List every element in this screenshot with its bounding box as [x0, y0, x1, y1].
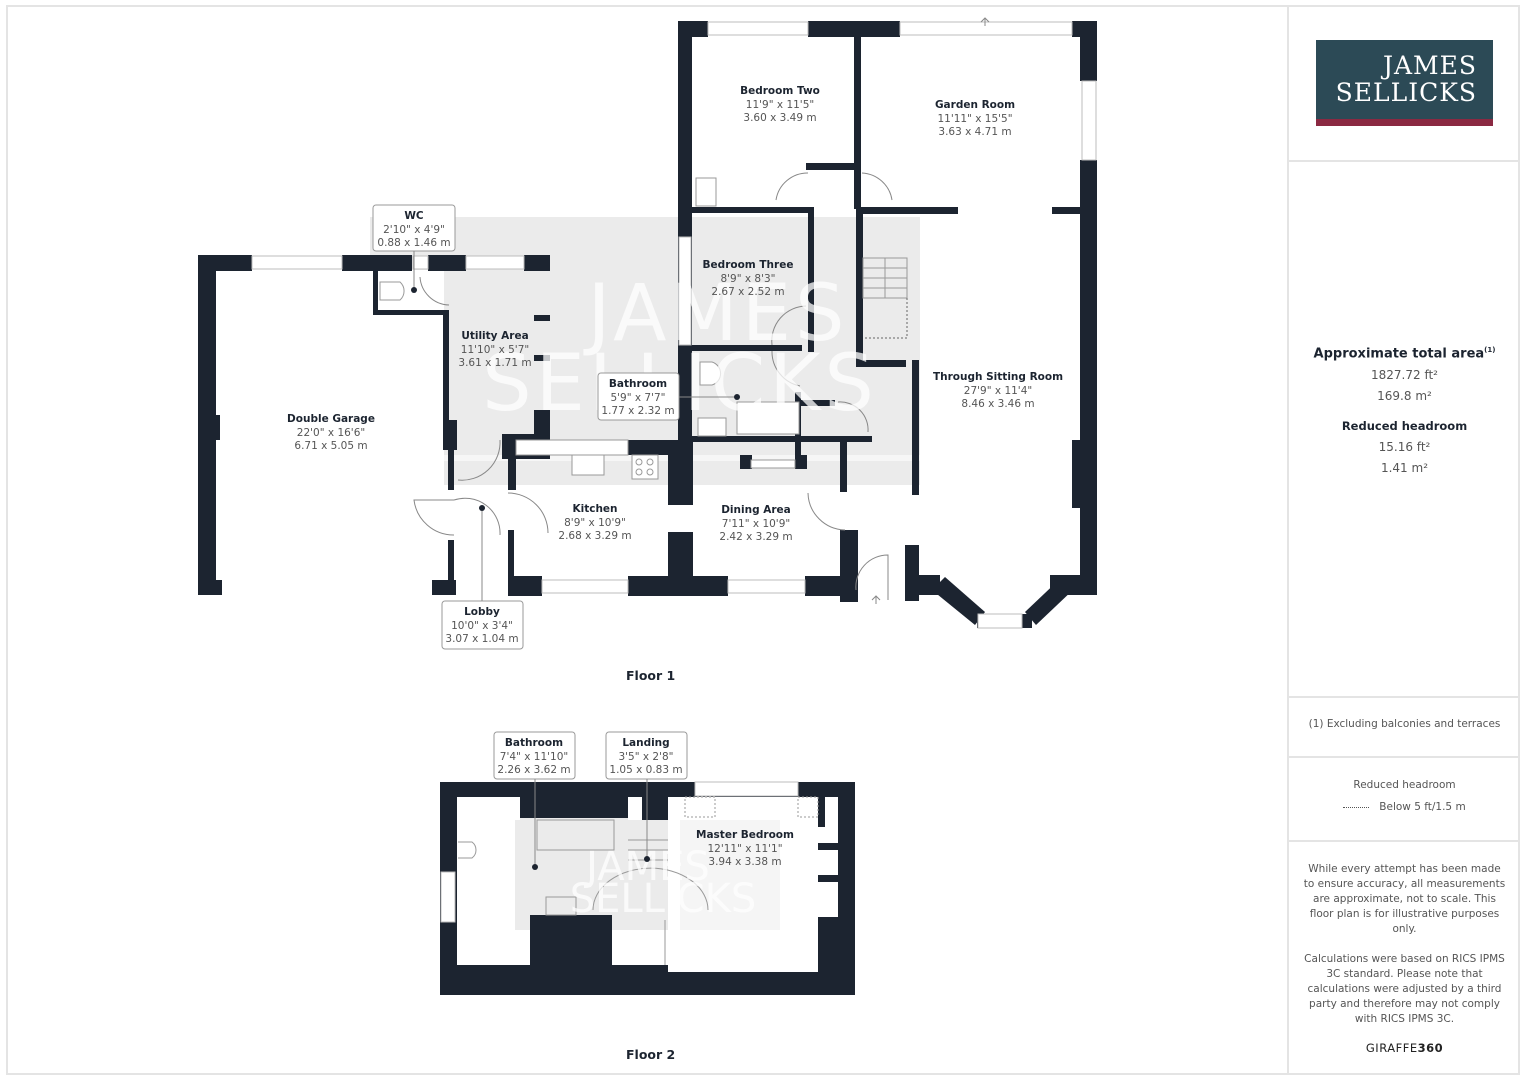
svg-text:WC: WC [404, 210, 424, 222]
svg-text:SELLICKS: SELLICKS [482, 339, 878, 429]
svg-text:27'9" x 11'4": 27'9" x 11'4" [964, 385, 1032, 397]
dotted-line-icon [1343, 806, 1370, 808]
svg-text:3.94 x 3.38 m: 3.94 x 3.38 m [708, 856, 781, 868]
james-sellicks-logo: JAMES SELLICKS [1316, 40, 1493, 124]
staircase-floor-1 [862, 257, 908, 339]
svg-text:SELLICKS: SELLICKS [570, 876, 757, 922]
svg-text:Dining Area: Dining Area [721, 504, 791, 516]
room-label-wc: WC 2'10" x 4'9"0.88 x 1.46 m [372, 204, 456, 293]
svg-text:1.05 x 0.83 m: 1.05 x 0.83 m [609, 764, 682, 776]
svg-text:Garden Room: Garden Room [935, 99, 1015, 111]
logo-section: JAMES SELLICKS [1289, 5, 1520, 162]
svg-text:8'9" x 8'3": 8'9" x 8'3" [720, 273, 775, 285]
room-label-master-bedroom: Master Bedroom 12'11" x 11'1"3.94 x 3.38 … [696, 829, 794, 868]
area-section: Approximate total area(1) 1827.72 ft² 16… [1289, 162, 1520, 698]
svg-text:8'9" x 10'9": 8'9" x 10'9" [564, 517, 626, 529]
room-label-bedroom-three: Bedroom Three 8'9" x 8'3"2.67 x 2.52 m [703, 259, 794, 298]
svg-text:2.67 x 2.52 m: 2.67 x 2.52 m [711, 286, 784, 298]
svg-text:JAMES: JAMES [582, 269, 848, 359]
svg-text:6.71 x 5.05 m: 6.71 x 5.05 m [294, 440, 367, 452]
room-label-through-sitting-room: Through Sitting Room 27'9" x 11'4"8.46 x … [933, 371, 1063, 410]
total-area-title: Approximate total area(1) [1313, 346, 1496, 362]
svg-text:3'5" x 2'8": 3'5" x 2'8" [618, 751, 673, 763]
floor-2-label: Floor 2 [626, 1047, 676, 1062]
room-label-bedroom-two: Bedroom Two 11'9" x 11'5"3.60 x 3.49 m [740, 85, 820, 124]
svg-text:Bedroom Two: Bedroom Two [740, 85, 820, 97]
reduced-headroom-m2: 1.41 m² [1380, 461, 1429, 476]
floor-plan-canvas: JAMES SELLICKS JAMES SELLICKS Bedroom Tw… [198, 17, 1097, 995]
room-labels-floor-1: Bedroom Two 11'9" x 11'5"3.60 x 3.49 m Ga… [287, 85, 1063, 650]
svg-text:Master Bedroom: Master Bedroom [696, 829, 794, 841]
floor-1-plan [198, 17, 1097, 629]
svg-text:11'9" x 11'5": 11'9" x 11'5" [746, 99, 814, 111]
svg-text:1.77 x 2.32 m: 1.77 x 2.32 m [601, 405, 674, 417]
reduced-headroom-ft2: 15.16 ft² [1378, 440, 1431, 455]
watermark: JAMES SELLICKS JAMES SELLICKS [482, 269, 878, 922]
svg-text:3.63 x 4.71 m: 3.63 x 4.71 m [938, 126, 1011, 138]
sidebar-divider [1287, 5, 1289, 1075]
fixtures-floor-1 [379, 177, 800, 480]
svg-text:3.60 x 3.49 m: 3.60 x 3.49 m [743, 112, 816, 124]
svg-text:2.42 x 3.29 m: 2.42 x 3.29 m [719, 531, 792, 543]
windows-floor-1 [251, 21, 1097, 629]
room-label-landing: Landing 3'5" x 2'8"1.05 x 0.83 m [605, 731, 688, 862]
svg-text:Through Sitting Room: Through Sitting Room [933, 371, 1063, 383]
svg-text:Bedroom Three: Bedroom Three [703, 259, 794, 271]
svg-text:3.07 x 1.04 m: 3.07 x 1.04 m [445, 633, 518, 645]
svg-text:10'0" x 3'4": 10'0" x 3'4" [451, 620, 513, 632]
svg-text:8.46 x 3.46 m: 8.46 x 3.46 m [961, 398, 1034, 410]
svg-text:3.61 x 1.71 m: 3.61 x 1.71 m [458, 357, 531, 369]
legend-item: Below 5 ft/1.5 m [1289, 801, 1520, 813]
info-sidebar: JAMES SELLICKS Approximate total area(1)… [1289, 5, 1520, 1075]
svg-text:5'9" x 7'7": 5'9" x 7'7" [610, 392, 665, 404]
svg-text:Double Garage: Double Garage [287, 413, 375, 425]
svg-text:Utility Area: Utility Area [461, 330, 528, 342]
disclaimer-rics: Calculations were based on RICS IPMS 3C … [1304, 953, 1505, 1025]
svg-text:2.26 x 3.62 m: 2.26 x 3.62 m [497, 764, 570, 776]
total-area-m2: 169.8 m² [1377, 389, 1432, 404]
room-label-lobby: Lobby 10'0" x 3'4"3.07 x 1.04 m [441, 505, 524, 650]
footnote-section: (1) Excluding balconies and terraces [1289, 698, 1520, 758]
room-label-garden-room: Garden Room 11'11" x 15'5"3.63 x 4.71 m [935, 99, 1015, 138]
room-labels-floor-2: Bathroom 7'4" x 11'10"2.26 x 3.62 m Landi… [493, 731, 794, 870]
legend-section: Reduced headroom Below 5 ft/1.5 m [1289, 758, 1520, 842]
room-label-bathroom-f1: Bathroom 5'9" x 7'7"1.77 x 2.32 m [597, 372, 740, 421]
svg-text:Landing: Landing [622, 737, 669, 749]
floor-1-label: Floor 1 [626, 668, 676, 683]
room-label-dining-area: Dining Area 7'11" x 10'9"2.42 x 3.29 m [719, 504, 792, 543]
svg-text:2'10" x 4'9": 2'10" x 4'9" [383, 224, 445, 236]
room-label-double-garage: Double Garage 22'0" x 16'6"6.71 x 5.05 m [287, 413, 375, 452]
legend-title: Reduced headroom [1353, 779, 1456, 791]
svg-text:7'4" x 11'10": 7'4" x 11'10" [500, 751, 568, 763]
logo-accent-bar [1316, 119, 1493, 126]
svg-text:7'11" x 10'9": 7'11" x 10'9" [722, 518, 790, 530]
disclaimer-accuracy: While every attempt has been made to ens… [1303, 863, 1506, 935]
svg-text:Kitchen: Kitchen [572, 503, 617, 515]
room-label-utility-area: Utility Area 11'10" x 5'7"3.61 x 1.71 m [458, 330, 531, 369]
disclaimer-section: While every attempt has been made to ens… [1289, 862, 1520, 1055]
svg-text:22'0" x 16'6": 22'0" x 16'6" [297, 427, 365, 439]
giraffe360-brand: GIRAFFE360 [1365, 1041, 1444, 1055]
svg-text:2.68 x 3.29 m: 2.68 x 3.29 m [558, 530, 631, 542]
reduced-headroom-title: Reduced headroom [1341, 419, 1468, 434]
svg-text:0.88 x 1.46 m: 0.88 x 1.46 m [377, 237, 450, 249]
svg-text:Lobby: Lobby [464, 606, 500, 618]
page-frame [6, 5, 1520, 1075]
room-label-bathroom-f2: Bathroom 7'4" x 11'10"2.26 x 3.62 m [493, 731, 576, 870]
svg-text:11'11" x 15'5": 11'11" x 15'5" [937, 113, 1012, 125]
svg-text:12'11" x 11'1": 12'11" x 11'1" [707, 843, 782, 855]
door-swings-floor-1 [413, 172, 893, 600]
footnote-text: (1) Excluding balconies and terraces [1308, 718, 1501, 730]
total-area-ft2: 1827.72 ft² [1371, 368, 1438, 383]
svg-text:Bathroom: Bathroom [609, 378, 667, 390]
entrance-arrows [871, 17, 990, 604]
svg-text:Bathroom: Bathroom [505, 737, 563, 749]
svg-text:11'10" x 5'7": 11'10" x 5'7" [461, 344, 529, 356]
room-label-kitchen: Kitchen 8'9" x 10'9"2.68 x 3.29 m [558, 503, 631, 542]
